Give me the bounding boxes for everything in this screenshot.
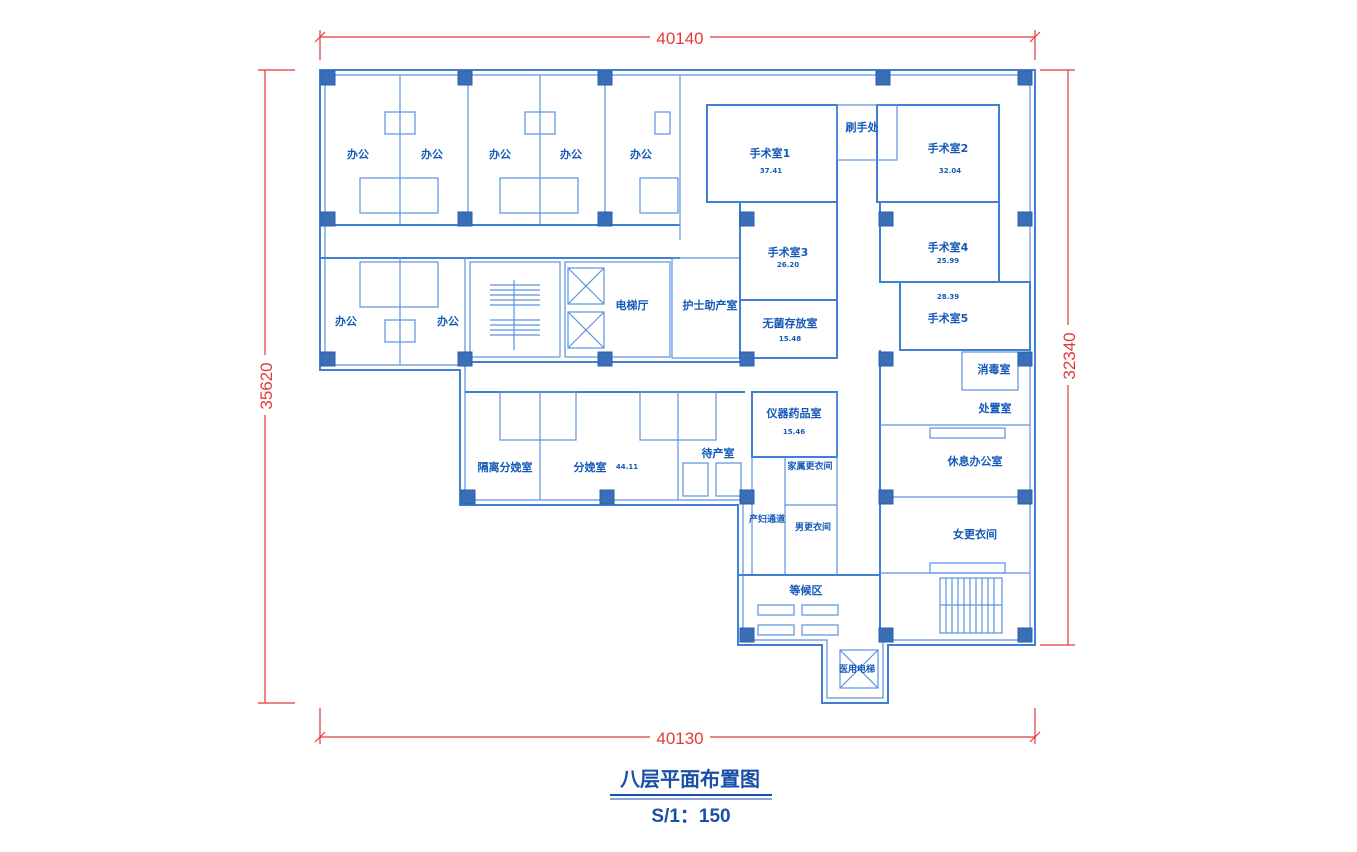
room-area-or1: 37.41 [760, 167, 782, 175]
room-label-elevator-hall: 电梯厅 [616, 298, 649, 312]
dimension-bottom: 40130 [314, 708, 1041, 748]
room-label-office: 办公 [421, 147, 443, 161]
room-label-office: 办公 [560, 147, 582, 161]
drawing-scale: S/1：150 [651, 806, 730, 827]
room-label-sterile: 无菌存放室 [762, 316, 818, 330]
drawing-title-block: 八层平面布置图 S/1：150 [610, 767, 772, 827]
drawing-title: 八层平面布置图 [620, 767, 760, 791]
room-label-rest-office: 休息办公室 [947, 454, 1003, 468]
room-label-scrub: 刷手处 [846, 120, 880, 134]
room-area-sterile: 15.48 [779, 335, 801, 343]
room-label-office: 办公 [630, 147, 652, 161]
room-label-office: 办公 [335, 314, 357, 328]
room-label-waiting: 等候区 [789, 583, 823, 597]
dimension-right-label: 32340 [1060, 332, 1079, 379]
room-label-or5: 手术室5 [928, 311, 969, 325]
room-label-office: 办公 [347, 147, 369, 161]
dimension-left-label: 35620 [257, 362, 276, 409]
room-label-family-changing: 家属更衣间 [787, 460, 832, 472]
room-labels: 办公 办公 办公 办公 办公 办公 办公 电梯厅 护士助产室 手术室1 37.4… [335, 120, 1012, 675]
dimension-top-label: 40140 [656, 29, 703, 48]
room-area-or5: 28.39 [937, 293, 959, 301]
room-area-or3: 26.20 [777, 261, 799, 269]
room-label-nurse-room: 护士助产室 [683, 298, 738, 312]
dimension-bottom-label: 40130 [656, 729, 703, 748]
exterior-walls [319, 69, 1036, 704]
room-label-maternal-passage: 产妇通道 [749, 513, 785, 525]
room-label-or4: 手术室4 [928, 240, 969, 254]
interior-walls [320, 75, 1031, 689]
room-label-delivery: 分娩室 [574, 460, 607, 474]
room-area-delivery: 44.11 [616, 463, 638, 471]
room-label-disposal: 处置室 [978, 401, 1012, 415]
dimension-right: 32340 [1040, 69, 1079, 646]
room-label-male-changing: 男更衣间 [795, 521, 831, 533]
room-label-instrument: 仪器药品室 [766, 406, 822, 420]
dimension-top: 40140 [314, 28, 1041, 60]
room-label-female-changing: 女更衣间 [953, 527, 997, 541]
room-label-or2: 手术室2 [928, 141, 969, 155]
structural-columns [320, 70, 1033, 643]
room-label-isolation-delivery: 隔离分娩室 [478, 460, 533, 474]
room-area-instrument: 15.46 [783, 428, 805, 436]
dimension-left: 35620 [256, 69, 295, 704]
room-label-office: 办公 [489, 147, 511, 161]
room-label-or1: 手术室1 [750, 146, 791, 160]
room-area-or2: 32.04 [939, 167, 961, 175]
room-label-or3: 手术室3 [768, 245, 809, 259]
room-label-office: 办公 [437, 314, 459, 328]
room-area-or4: 25.99 [937, 257, 959, 265]
room-label-medical-elevator: 医用电梯 [839, 663, 875, 675]
room-label-disinfect: 消毒室 [978, 362, 1011, 376]
room-label-labor: 待产室 [701, 446, 735, 460]
